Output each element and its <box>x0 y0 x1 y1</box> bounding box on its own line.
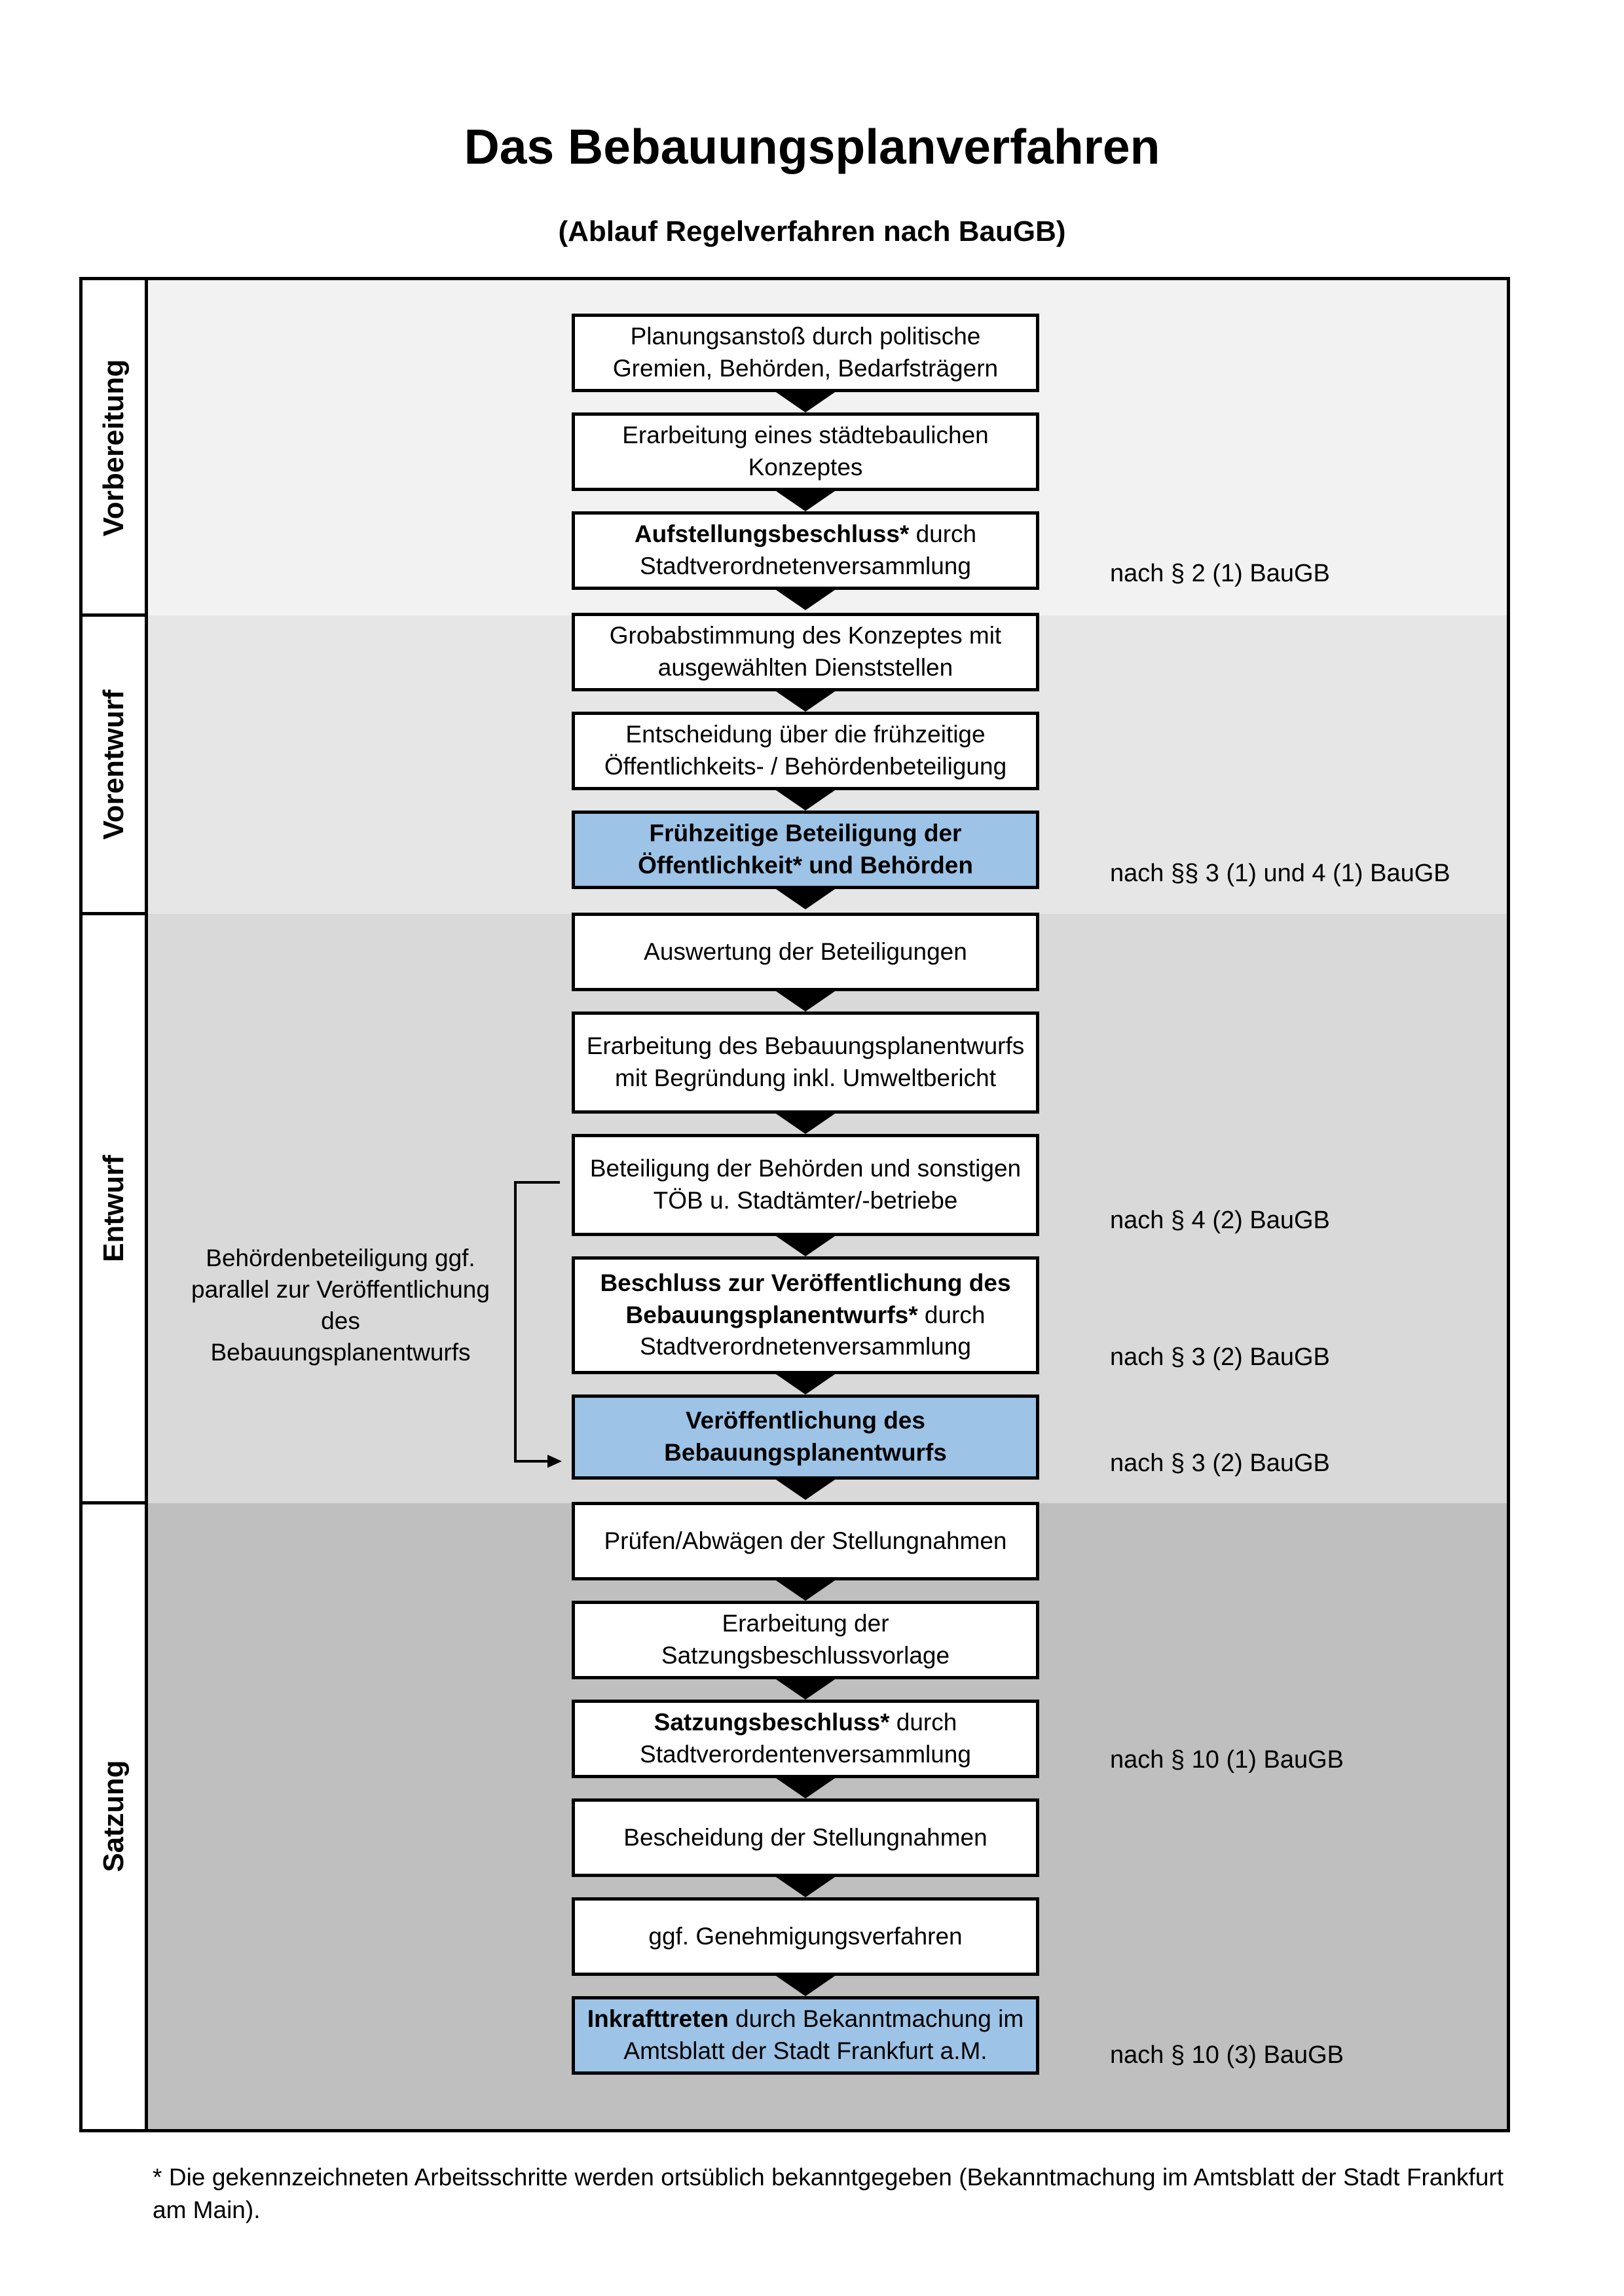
legal-reference: nach § 10 (3) BauGB <box>1110 2041 1344 2069</box>
step-pruefen-abwaegen: Prüfen/Abwägen der Stellungnahmen <box>572 1502 1039 1580</box>
flow-arrow <box>776 889 835 909</box>
phase-label-vorentwurf: Vorentwurf <box>83 615 148 914</box>
footnote: * Die gekennzeichneten Arbeitsschritte w… <box>153 2164 1504 2223</box>
step-text: Satzungsbeschluss* durch Stadtverordente… <box>640 1709 971 1768</box>
step-text: Bescheidung der Stellungnahmen <box>623 1823 987 1851</box>
step-text: Erarbeitung eines städtebaulichen Konzep… <box>622 422 989 481</box>
flow-arrow <box>776 991 835 1011</box>
step-planungsanstoss: Planungsanstoß durch politische Gremien,… <box>572 314 1039 392</box>
step-text: Beschluss zur Veröffentlichung des Bebau… <box>600 1269 1011 1360</box>
step-text: Veröffentlichung des Bebauungsplanentwur… <box>664 1407 947 1466</box>
flow-arrow <box>776 392 835 412</box>
step-text: Prüfen/Abwägen der Stellungnahmen <box>604 1527 1007 1554</box>
step-veroeffentlichungsbeschluss: Beschluss zur Veröffentlichung des Bebau… <box>572 1256 1039 1374</box>
flow-arrow <box>776 1114 835 1134</box>
phase-label-entwurf: Entwurf <box>83 914 148 1503</box>
legal-reference: nach § 2 (1) BauGB <box>1110 560 1330 587</box>
flow-arrow <box>776 1679 835 1700</box>
flow-arrow <box>776 491 835 511</box>
step-text: Grobabstimmung des Konzeptes mit ausgewä… <box>609 622 1002 681</box>
step-text: ggf. Genehmigungsverfahren <box>648 1922 963 1950</box>
step-behoerdenbeteiligung: Beteiligung der Behörden und sonstigen T… <box>572 1134 1039 1236</box>
flow-arrow <box>776 1580 835 1601</box>
flow-arrow <box>776 1480 835 1500</box>
step-text: Erarbeitung des Bebauungsplanentwurfs mi… <box>586 1032 1025 1091</box>
step-satzungsbeschlussvorlage: Erarbeitung der Satzungsbeschlussvorlage <box>572 1601 1039 1679</box>
flow-arrow <box>776 1374 835 1394</box>
parallel-note: Behördenbeteiligung ggf. parallel zur Ve… <box>191 1245 490 1366</box>
step-auswertung: Auswertung der Beteiligungen <box>572 913 1039 991</box>
phase-divider <box>79 1501 148 1504</box>
phase-label-satzung: Satzung <box>83 1503 148 2129</box>
step-konzept: Erarbeitung eines städtebaulichen Konzep… <box>572 412 1039 491</box>
step-text: Erarbeitung der Satzungsbeschlussvorlage <box>661 1610 950 1669</box>
bracket-line <box>514 1181 560 1463</box>
step-text: Planungsanstoß durch politische Gremien,… <box>612 323 999 382</box>
step-entwurf-erarbeitung: Erarbeitung des Bebauungsplanentwurfs mi… <box>572 1011 1039 1114</box>
flow-arrow <box>776 691 835 712</box>
step-veroeffentlichung: Veröffentlichung des Bebauungsplanentwur… <box>572 1394 1039 1480</box>
phase-label-vorbereitung: Vorbereitung <box>83 280 148 615</box>
page-title: Das Bebauungsplanverfahren <box>464 119 1160 174</box>
step-text: Aufstellungsbeschluss* durch Stadtverord… <box>634 520 977 579</box>
step-text: Beteiligung der Behörden und sonstigen T… <box>589 1155 1022 1214</box>
step-text: Auswertung der Beteiligungen <box>644 938 967 965</box>
flow-arrow <box>776 790 835 811</box>
phase-divider <box>79 912 148 915</box>
flow-arrow <box>776 590 835 610</box>
step-satzungsbeschluss: Satzungsbeschluss* durch Stadtverordente… <box>572 1700 1039 1778</box>
legal-reference: nach § 3 (2) BauGB <box>1110 1343 1330 1371</box>
phase-divider <box>79 613 148 617</box>
page-subtitle: (Ablauf Regelverfahren nach BauGB) <box>558 215 1066 247</box>
step-grobabstimmung: Grobabstimmung des Konzeptes mit ausgewä… <box>572 613 1039 691</box>
diagram-frame <box>79 277 1510 2132</box>
step-entscheidung-beteiligung: Entscheidung über die frühzeitige Öffent… <box>572 712 1039 790</box>
legal-reference: nach § 3 (2) BauGB <box>1110 1449 1330 1477</box>
step-genehmigungsverfahren: ggf. Genehmigungsverfahren <box>572 1897 1039 1976</box>
flow-arrow <box>776 1877 835 1897</box>
flow-arrow <box>776 1236 835 1256</box>
step-text: Inkrafttreten durch Bekanntmachung im Am… <box>587 2005 1024 2064</box>
step-inkrafttreten: Inkrafttreten durch Bekanntmachung im Am… <box>572 1996 1039 2075</box>
legal-reference: nach § 4 (2) BauGB <box>1110 1207 1330 1234</box>
step-aufstellungsbeschluss: Aufstellungsbeschluss* durch Stadtverord… <box>572 511 1039 590</box>
step-bescheidung: Bescheidung der Stellungnahmen <box>572 1798 1039 1877</box>
step-fruehzeitige-beteiligung: Frühzeitige Beteiligung der Öffentlichke… <box>572 811 1039 889</box>
step-text: Entscheidung über die frühzeitige Öffent… <box>604 721 1007 780</box>
flow-arrow <box>776 1778 835 1798</box>
flow-arrow <box>776 1976 835 1996</box>
step-text: Frühzeitige Beteiligung der Öffentlichke… <box>638 820 973 879</box>
legal-reference: nach § 10 (1) BauGB <box>1110 1746 1344 1774</box>
bracket-arrowhead <box>547 1455 562 1468</box>
legal-reference: nach §§ 3 (1) und 4 (1) BauGB <box>1110 860 1450 887</box>
